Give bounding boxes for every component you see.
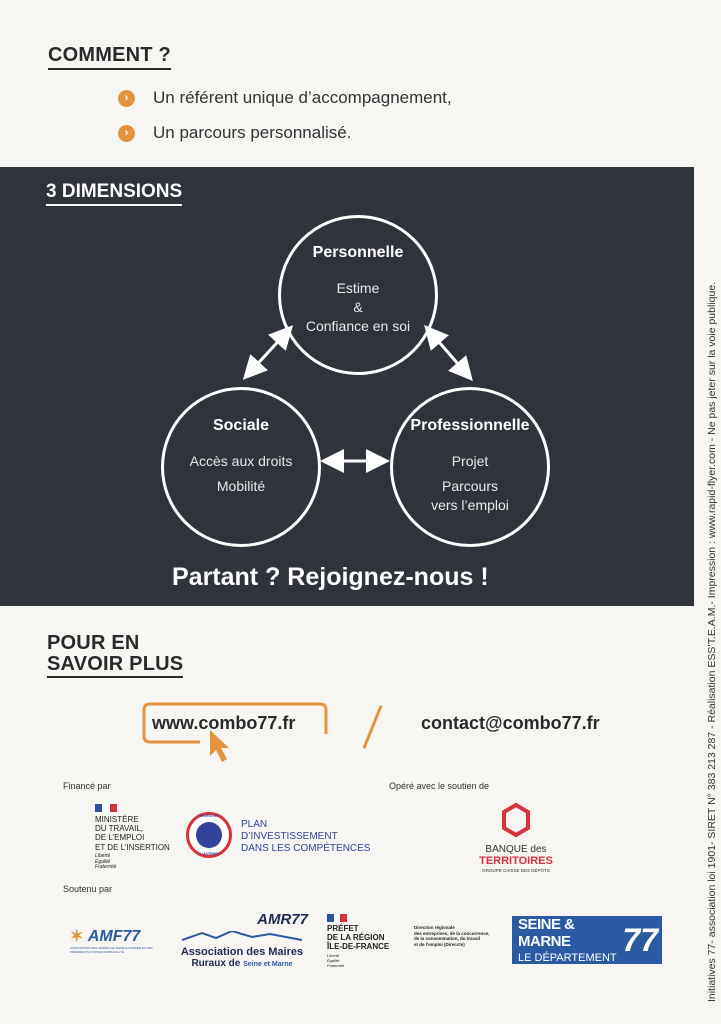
banque-line3: GROUPE CAISSE DES DÉPÔTS bbox=[482, 868, 550, 873]
arrow-personnelle-sociale bbox=[242, 325, 294, 380]
banque-line2: TERRITOIRES bbox=[479, 855, 553, 867]
bullet-parcours: › Un parcours personnalisé. bbox=[118, 123, 351, 143]
prefet-line: PRÉFET bbox=[327, 924, 359, 933]
amr-title: AMR77 bbox=[257, 911, 308, 928]
devise-line: Fraternité bbox=[327, 963, 345, 969]
dimensions-title: 3 DIMENSIONS bbox=[46, 181, 183, 206]
circle-title: Professionnelle bbox=[410, 417, 530, 434]
amf-sub: ASSOCIATION DES MAIRES DE SEINE-ET-MARNE… bbox=[70, 946, 153, 954]
bullet-referent: › Un référent unique d’accompagnement, bbox=[118, 88, 452, 108]
banque-logo: BANQUE des TERRITOIRES GROUPE CAISSE DES… bbox=[470, 844, 562, 873]
circle-professionnelle: Professionnelle Projet Parcours vers l’e… bbox=[390, 387, 550, 547]
bullet-text: Un référent unique d’accompagnement, bbox=[153, 88, 452, 107]
soutenu-par-label: Soutenu par bbox=[63, 884, 113, 894]
ministere-line: MINISTÈRE bbox=[95, 815, 139, 824]
plan-line: DANS LES COMPÉTENCES bbox=[241, 843, 371, 854]
direccte-line: de la consommation, du travail bbox=[414, 936, 481, 942]
circle-line: Mobilité bbox=[216, 478, 266, 494]
chevron-right-icon: › bbox=[118, 124, 135, 142]
investir-avenir-seal bbox=[186, 812, 232, 858]
amf-text: AMF77 bbox=[87, 928, 141, 945]
mountain-icon bbox=[181, 929, 303, 941]
marianne-profile-icon bbox=[196, 822, 222, 848]
ministere-line: DE L’EMPLOI bbox=[95, 833, 145, 843]
savoir-title-line1: POUR EN bbox=[47, 632, 140, 654]
arrows-layer bbox=[242, 324, 473, 473]
email-link[interactable]: contact@combo77.fr bbox=[421, 713, 600, 733]
circle-line: Accès aux droits bbox=[189, 453, 293, 469]
prefet-line: ÎLE-DE-FRANCE bbox=[327, 941, 390, 951]
devise-line: Égalité bbox=[95, 858, 111, 865]
circle-sociale: Sociale Accès aux droits Mobilité bbox=[161, 387, 321, 547]
savoir-title-line2: SAVOIR PLUS bbox=[47, 654, 184, 678]
finance-par-label: Financé par bbox=[63, 781, 111, 791]
circle-title: Personnelle bbox=[312, 244, 404, 261]
devise-line: Fraternité bbox=[95, 864, 117, 871]
amr-line2: Ruraux de bbox=[191, 958, 241, 969]
devise-line: Égalité bbox=[327, 958, 340, 964]
dimensions-panel: 3 DIMENSIONS Personnelle Estime & Confia… bbox=[0, 167, 694, 606]
website-link[interactable]: www.combo77.fr bbox=[152, 713, 296, 733]
prefet-line: DE LA RÉGION bbox=[327, 932, 385, 942]
direccte-logo: Direction régionale des entreprises, de … bbox=[414, 925, 514, 948]
plan-text: PLAN D’INVESTISSEMENT DANS LES COMPÉTENC… bbox=[241, 819, 370, 855]
circle-personnelle: Personnelle Estime & Confiance en soi bbox=[278, 215, 438, 375]
vertical-footer: Initiatives 77- association loi 1901- SI… bbox=[706, 281, 718, 1002]
circle-line: Estime bbox=[336, 280, 380, 296]
amr-logo: AMR77 Association des Maires Ruraux de S… bbox=[176, 911, 308, 969]
seine-line1: SEINE & MARNE bbox=[518, 916, 575, 950]
person-icon: ✶ bbox=[70, 928, 84, 945]
amf-logo: ✶ AMF77 ASSOCIATION DES MAIRES DE SEINE-… bbox=[70, 926, 166, 954]
seine-line2: LE DÉPARTEMENT bbox=[518, 952, 617, 964]
seal-bottom-text: L’AVENIR bbox=[199, 851, 219, 856]
circle-line: Projet bbox=[451, 453, 489, 469]
plan-line: PLAN bbox=[241, 819, 268, 830]
slash-divider bbox=[362, 705, 383, 749]
arrow-personnelle-professionnelle bbox=[424, 324, 473, 382]
ministere-logo: MINISTÈRE DU TRAVAIL, DE L’EMPLOI ET DE … bbox=[95, 804, 170, 871]
ministere-line: DU TRAVAIL, bbox=[95, 824, 144, 834]
direccte-line: des entreprises, de la concurrence, bbox=[414, 930, 490, 936]
plan-line: D’INVESTISSEMENT bbox=[241, 831, 338, 842]
seal-top-text: INVESTIR bbox=[199, 813, 219, 818]
circle-line: & bbox=[353, 299, 363, 315]
marianne-flag-icon bbox=[95, 804, 117, 812]
seine-77-logo: 77 bbox=[622, 921, 658, 958]
devise-line: Liberté bbox=[327, 953, 340, 959]
direccte-line: et de l’emploi (Direccte) bbox=[414, 941, 465, 947]
direccte-line: Direction régionale bbox=[414, 925, 455, 930]
bullet-text: Un parcours personnalisé. bbox=[153, 123, 352, 142]
circle-line: Confiance en soi bbox=[305, 318, 411, 334]
seine-marne-logo: SEINE & MARNE LE DÉPARTEMENT 77 bbox=[512, 916, 662, 964]
circle-title: Sociale bbox=[212, 417, 270, 434]
tagline: Partant ? Rejoignez-nous ! bbox=[172, 563, 489, 591]
web-frame-icon bbox=[142, 702, 328, 762]
amr-line1: Association des Maires bbox=[180, 946, 304, 958]
savoir-title: POUR EN SAVOIR PLUS bbox=[47, 632, 184, 678]
chevron-right-icon: › bbox=[118, 89, 135, 107]
devise-line: Liberté bbox=[95, 852, 111, 859]
banque-line1: BANQUE des bbox=[485, 844, 547, 855]
opere-avec-label: Opéré avec le soutien de bbox=[389, 781, 490, 791]
marianne-flag-icon bbox=[327, 914, 348, 922]
circle-line: Parcours bbox=[441, 478, 499, 494]
ministere-line: ET DE L’INSERTION bbox=[95, 842, 170, 852]
hexagon-icon bbox=[502, 802, 530, 838]
amr-line2b: Seine et Marne bbox=[243, 961, 293, 968]
prefet-logo: PRÉFET DE LA RÉGION ÎLE-DE-FRANCE Libert… bbox=[327, 914, 389, 968]
cursor-icon bbox=[210, 730, 229, 762]
comment-title: COMMENT ? bbox=[48, 44, 171, 70]
circle-line: vers l’emploi bbox=[431, 497, 509, 513]
